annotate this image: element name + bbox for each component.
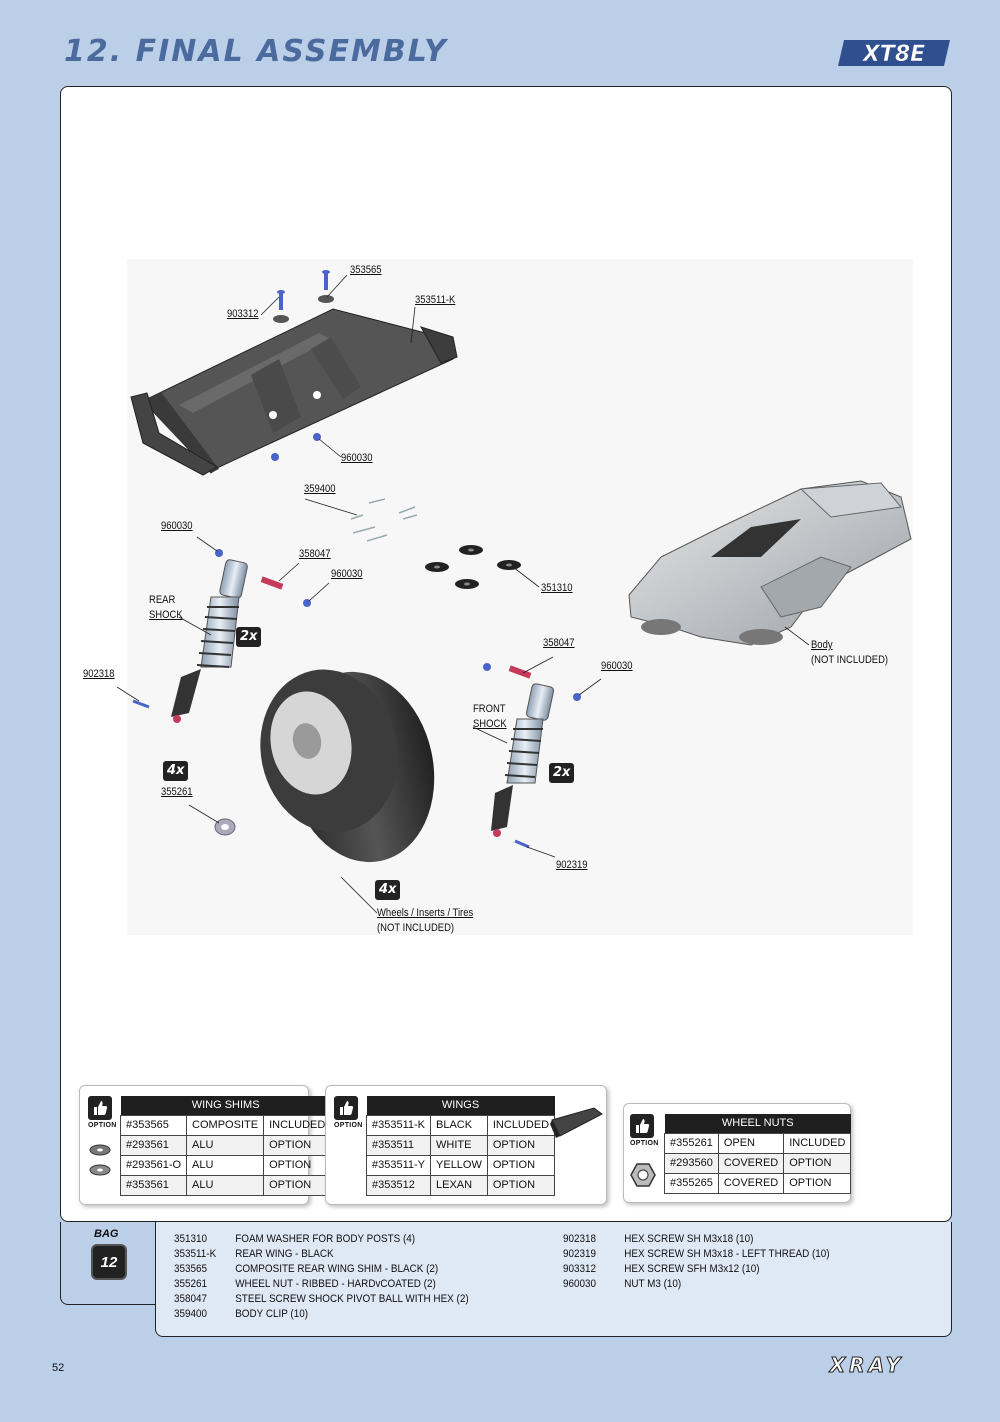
callout-rear-shock-line2: SHOCK	[149, 609, 183, 621]
option-thumb-icon: OPTION	[630, 1114, 658, 1147]
rear-shock	[132, 549, 311, 723]
callout-rear-screw: 902318	[83, 668, 115, 680]
callout-rear-pivot: 358047	[299, 548, 331, 560]
callout-wheels-line1: Wheels / Inserts / Tires	[377, 907, 474, 919]
xt8e-logo: XT8E	[838, 40, 950, 67]
wheel-nut-qty-badge: 4x	[163, 761, 189, 781]
callout-rear-nut: 960030	[161, 520, 193, 532]
wing-icon	[550, 1107, 603, 1138]
callout-foam-washer: 351310	[541, 582, 573, 594]
front-shock	[483, 663, 581, 849]
front-shock-qty-badge: 2x	[549, 763, 575, 783]
callout-rear-pivot-nut: 960030	[331, 568, 363, 580]
callout-wheels-line2: (NOT INCLUDED)	[377, 922, 455, 934]
callout-front-shock-line1: FRONT	[473, 703, 506, 715]
page-number: 52	[52, 1362, 65, 1374]
foam-washers	[425, 545, 521, 589]
callout-body-line1: Body	[811, 639, 833, 651]
bag-number: 12	[91, 1244, 127, 1280]
page-title: 12. FINAL ASSEMBLY	[64, 34, 448, 69]
rear-shock-qty-badge: 2x	[236, 627, 262, 647]
assembly-panel: 353565 903312 353511-K 960030 359400 960…	[60, 86, 952, 1222]
callout-rear-shock-line1: REAR	[149, 594, 176, 606]
wheel-nut-icon	[630, 1163, 656, 1187]
wing-shim-icon	[89, 1144, 111, 1176]
svg-text:XT8E: XT8E	[861, 42, 925, 67]
wheel-qty-badge: 4x	[375, 880, 401, 900]
callout-wing: 353511-K	[415, 294, 456, 306]
callout-wing-shim: 353565	[350, 264, 382, 276]
callout-body-line2: (NOT INCLUDED)	[811, 654, 889, 666]
rear-wing	[130, 308, 458, 476]
option-thumb-icon: OPTION	[88, 1096, 116, 1129]
callout-body-clip: 359400	[304, 483, 336, 495]
wing-screws	[271, 270, 334, 461]
callout-front-shock-line2: SHOCK	[473, 718, 507, 730]
exploded-diagram	[116, 259, 913, 935]
wheel	[214, 669, 435, 863]
xray-logo: XRAY	[827, 1355, 905, 1375]
callout-front-nut: 960030	[601, 660, 633, 672]
callout-wheel-nut: 355261	[161, 786, 193, 798]
bag-label: BAG	[94, 1228, 119, 1240]
svg-text:XRAY: XRAY	[828, 1355, 905, 1375]
callout-wing-nut: 960030	[341, 452, 373, 464]
option-thumb-icon: OPTION	[334, 1096, 362, 1129]
callout-wing-screw: 903312	[227, 308, 259, 320]
callout-front-screw: 902319	[556, 859, 588, 871]
bag-cell: BAG 12	[60, 1222, 156, 1305]
body-clips	[350, 498, 418, 542]
body-shell	[628, 480, 912, 646]
callout-front-pivot: 358047	[543, 637, 575, 649]
